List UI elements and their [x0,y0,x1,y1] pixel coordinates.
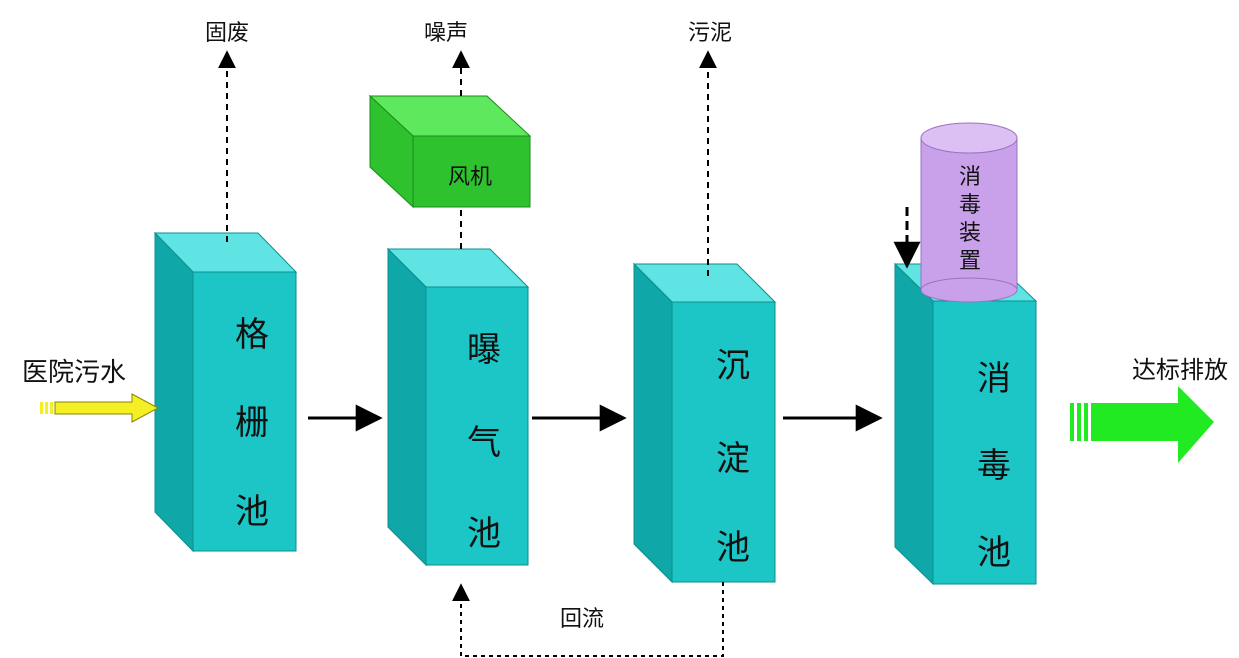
tank-disinfection-front [932,300,1037,585]
outflow-arrow-icon [1070,386,1214,463]
return-flow-label: 回流 [560,607,604,632]
tank-aeration-label-2: 气 [467,423,501,463]
inflow-label: 医院污水 [22,358,126,388]
blower-label: 风机 [448,165,492,190]
noise-label: 噪声 [424,21,468,46]
tank-disinfection-side [894,262,934,586]
tank-disinfection-label-2: 毒 [977,446,1011,486]
tank-disinfection-label-1: 消 [977,359,1011,399]
tank-grid-label-1: 格 [235,315,269,355]
return-flow-arrow [452,582,724,657]
tank-settling-label-2: 淀 [716,439,750,479]
tank-grid-side [154,231,194,553]
disinfect-device: 消 毒 装 置 [920,122,1018,303]
tank-settling-label-3: 池 [716,528,750,568]
disinfect-device-label-2: 毒 [959,193,981,218]
tank-disinfection: 消 毒 池 [893,262,1038,586]
outflow-label: 达标排放 [1132,356,1228,384]
tank-grid-label-3: 池 [235,492,269,532]
sludge-label: 污泥 [688,21,732,46]
tank-grid-front [192,271,297,552]
tank-settling: 沉 淀 池 [632,262,777,584]
tank-aeration-label-3: 池 [467,514,501,554]
tank-settling-side [633,262,673,584]
tank-settling-label-1: 沉 [716,346,750,386]
blower: 风机 [368,94,532,209]
solid-waste-label: 固废 [205,21,249,46]
disinfect-device-label-3: 装 [959,221,981,246]
tank-aeration-label-1: 曝 [467,330,501,370]
tank-grid: 格 栅 池 [153,231,298,553]
tank-aeration: 曝 气 池 [386,247,530,567]
disinfect-device-top [920,122,1018,154]
tank-settling-front [671,301,776,583]
tank-disinfection-label-3: 池 [977,533,1011,573]
blower-front [412,135,531,208]
tank-aeration-front [425,286,529,566]
inflow-arrow-icon [40,393,160,423]
disinfect-device-bottom [920,277,1018,303]
disinfect-device-label-1: 消 [959,165,981,190]
tank-aeration-side [387,247,427,567]
disinfect-device-body [920,137,1018,291]
disinfect-device-label-4: 置 [959,249,981,274]
tank-grid-label-2: 栅 [235,403,269,443]
